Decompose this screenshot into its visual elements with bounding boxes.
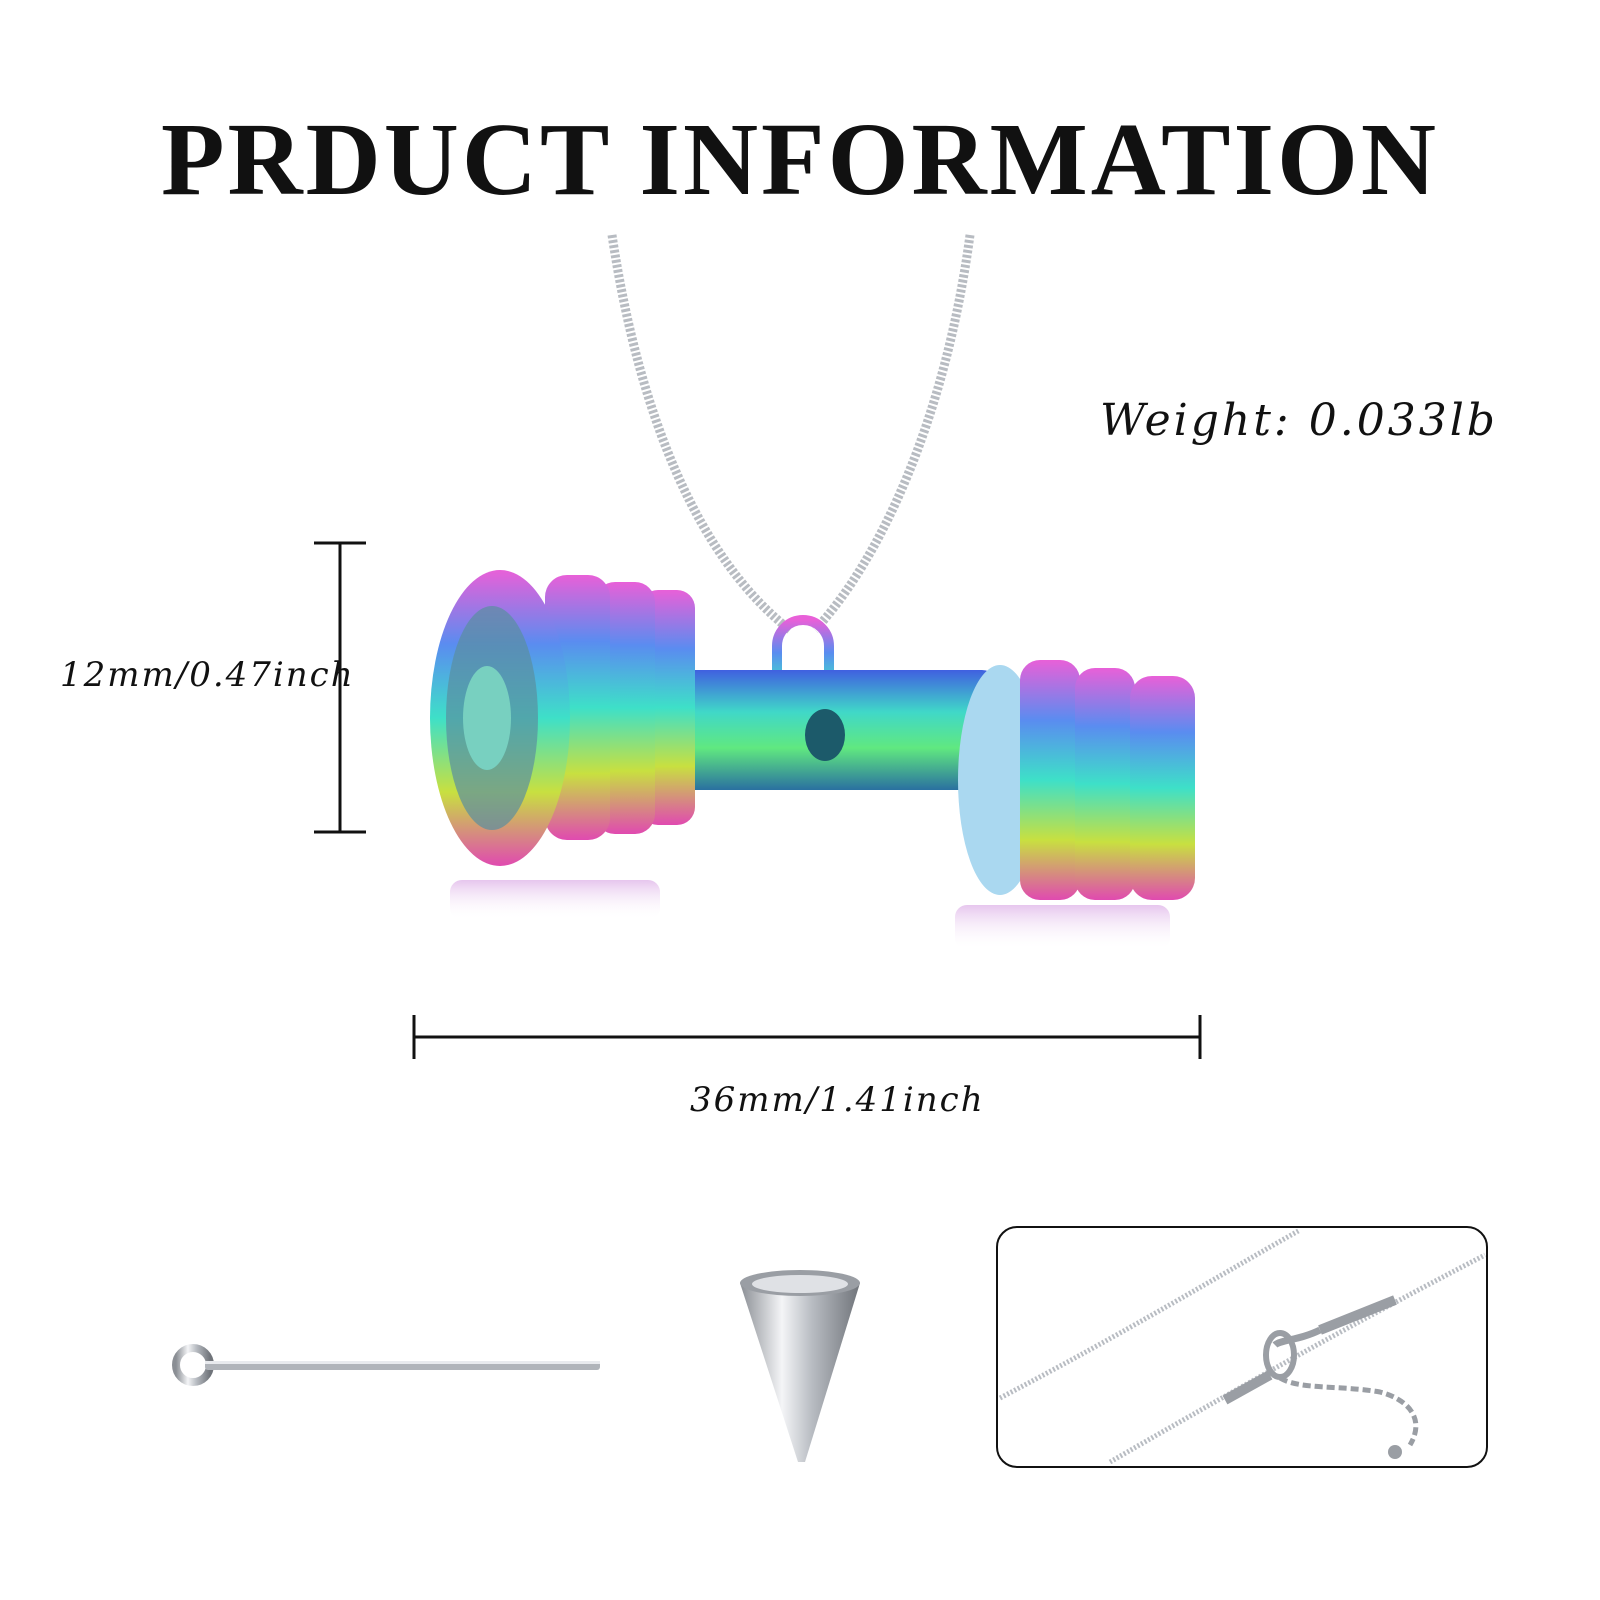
height-dimension-label: 12mm/0.47inch [60, 655, 355, 695]
funnel-icon [740, 1270, 860, 1462]
page-title: PRDUCT INFORMATION [161, 102, 1439, 217]
height-dimension-marker [314, 541, 366, 834]
chain-clasp-icon [996, 1226, 1488, 1468]
width-dimension-label: 36mm/1.41inch [690, 1080, 985, 1120]
screw-pin-icon [172, 1344, 600, 1386]
width-dimension-marker [412, 1015, 1202, 1059]
dumbbell-pendant-icon [430, 234, 1195, 950]
weight-label: Weight: 0.033lb [1100, 395, 1498, 446]
